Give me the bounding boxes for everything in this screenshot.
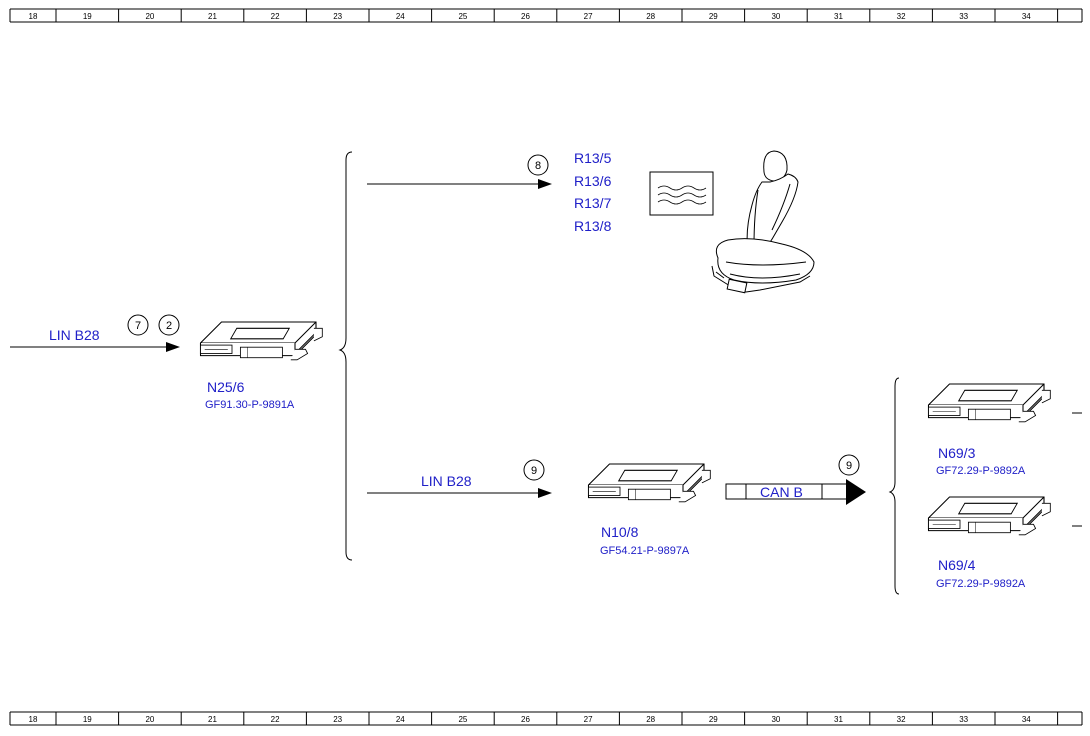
ruler-number: 22: [271, 12, 280, 21]
lower-branch: LIN B28 9: [367, 459, 552, 498]
marker-circle: 7: [127, 314, 149, 336]
upper-branch: 8 R13/5 R13/6 R13/7 R13/8: [367, 150, 612, 234]
marker-label: 9: [846, 460, 852, 472]
marker-label: 7: [135, 320, 141, 332]
ruler-number: 24: [396, 715, 405, 724]
can-b-link: CAN B 9: [725, 454, 866, 505]
n69-4-label: N69/4: [938, 557, 976, 573]
ruler-number: 23: [333, 12, 342, 21]
n69-3-ref: GF72.29-P-9892A: [936, 465, 1026, 477]
right-brace: [888, 377, 900, 595]
marker-circle: 9: [838, 454, 860, 476]
can-bus-label: CAN B: [760, 484, 803, 500]
ruler-number: 26: [521, 715, 530, 724]
ruler-number: 33: [959, 12, 968, 21]
component-label: R13/7: [574, 195, 612, 211]
ruler-number: 20: [145, 12, 154, 21]
ruler-number: 23: [333, 715, 342, 724]
ruler-number: 29: [709, 715, 718, 724]
ruler-number: 33: [959, 715, 968, 724]
ruler-number: 28: [646, 715, 655, 724]
ruler-number: 31: [834, 715, 843, 724]
ruler-number: 18: [29, 715, 38, 724]
ruler-number: 27: [584, 12, 593, 21]
ruler-number: 25: [458, 12, 467, 21]
ruler-number: 34: [1022, 715, 1031, 724]
ruler-number: 19: [83, 12, 92, 21]
ruler-number: 34: [1022, 12, 1031, 21]
ruler-number: 32: [897, 12, 906, 21]
ruler-number: 21: [208, 12, 217, 21]
ruler-number: 30: [771, 12, 780, 21]
ruler-number: 25: [458, 715, 467, 724]
input-bus-label: LIN B28: [49, 327, 100, 343]
input-lin-line: LIN B28 7 2: [10, 314, 180, 352]
n25-6-label: N25/6: [207, 379, 245, 395]
ruler-number: 26: [521, 12, 530, 21]
n69-4-control-unit: N69/4 GF72.29-P-9892A: [927, 496, 1082, 590]
n25-6-ref: GF91.30-P-9891A: [205, 399, 295, 411]
ruler-number: 19: [83, 715, 92, 724]
ruler-number: 21: [208, 715, 217, 724]
ruler-number: 29: [709, 12, 718, 21]
n10-8-label: N10/8: [601, 524, 639, 540]
ruler-number: 20: [145, 715, 154, 724]
n69-3-label: N69/3: [938, 445, 976, 461]
n10-8-ref: GF54.21-P-9897A: [600, 545, 690, 557]
ruler-number: 24: [396, 12, 405, 21]
n69-4-ref: GF72.29-P-9892A: [936, 578, 1026, 590]
marker-label: 9: [531, 465, 537, 477]
marker-circle: 2: [158, 314, 180, 336]
ruler-number: 28: [646, 12, 655, 21]
bottom-ruler: 18 19 20 21 22 23 24 25 26 27 28 29 30 31 32 33 34: [9, 711, 1083, 726]
ruler-number: 18: [29, 12, 38, 21]
lower-bus-label: LIN B28: [421, 473, 472, 489]
marker-label: 2: [166, 320, 172, 332]
ruler-number: 22: [271, 715, 280, 724]
heater-element-symbol: [649, 171, 714, 216]
n25-6-control-unit: N25/6 GF91.30-P-9891A: [199, 321, 323, 411]
ruler-number: 31: [834, 12, 843, 21]
component-label: R13/5: [574, 150, 612, 166]
marker-circle: 9: [523, 459, 545, 481]
marker-label: 8: [535, 160, 541, 172]
component-label: R13/6: [574, 173, 612, 189]
marker-circle: 8: [527, 154, 549, 176]
component-label: R13/8: [574, 218, 612, 234]
ruler-number: 27: [584, 715, 593, 724]
n69-3-control-unit: N69/3 GF72.29-P-9892A: [927, 383, 1082, 477]
n10-8-control-unit: N10/8 GF54.21-P-9897A: [587, 463, 711, 557]
top-ruler: 18 19 20 21 22 23 24 25 26 27 28 29 30 31 32 33 34: [9, 8, 1083, 23]
branch-brace: [338, 151, 353, 561]
seat-icon: [711, 150, 815, 294]
ruler-number: 30: [771, 715, 780, 724]
ruler-number: 32: [897, 715, 906, 724]
